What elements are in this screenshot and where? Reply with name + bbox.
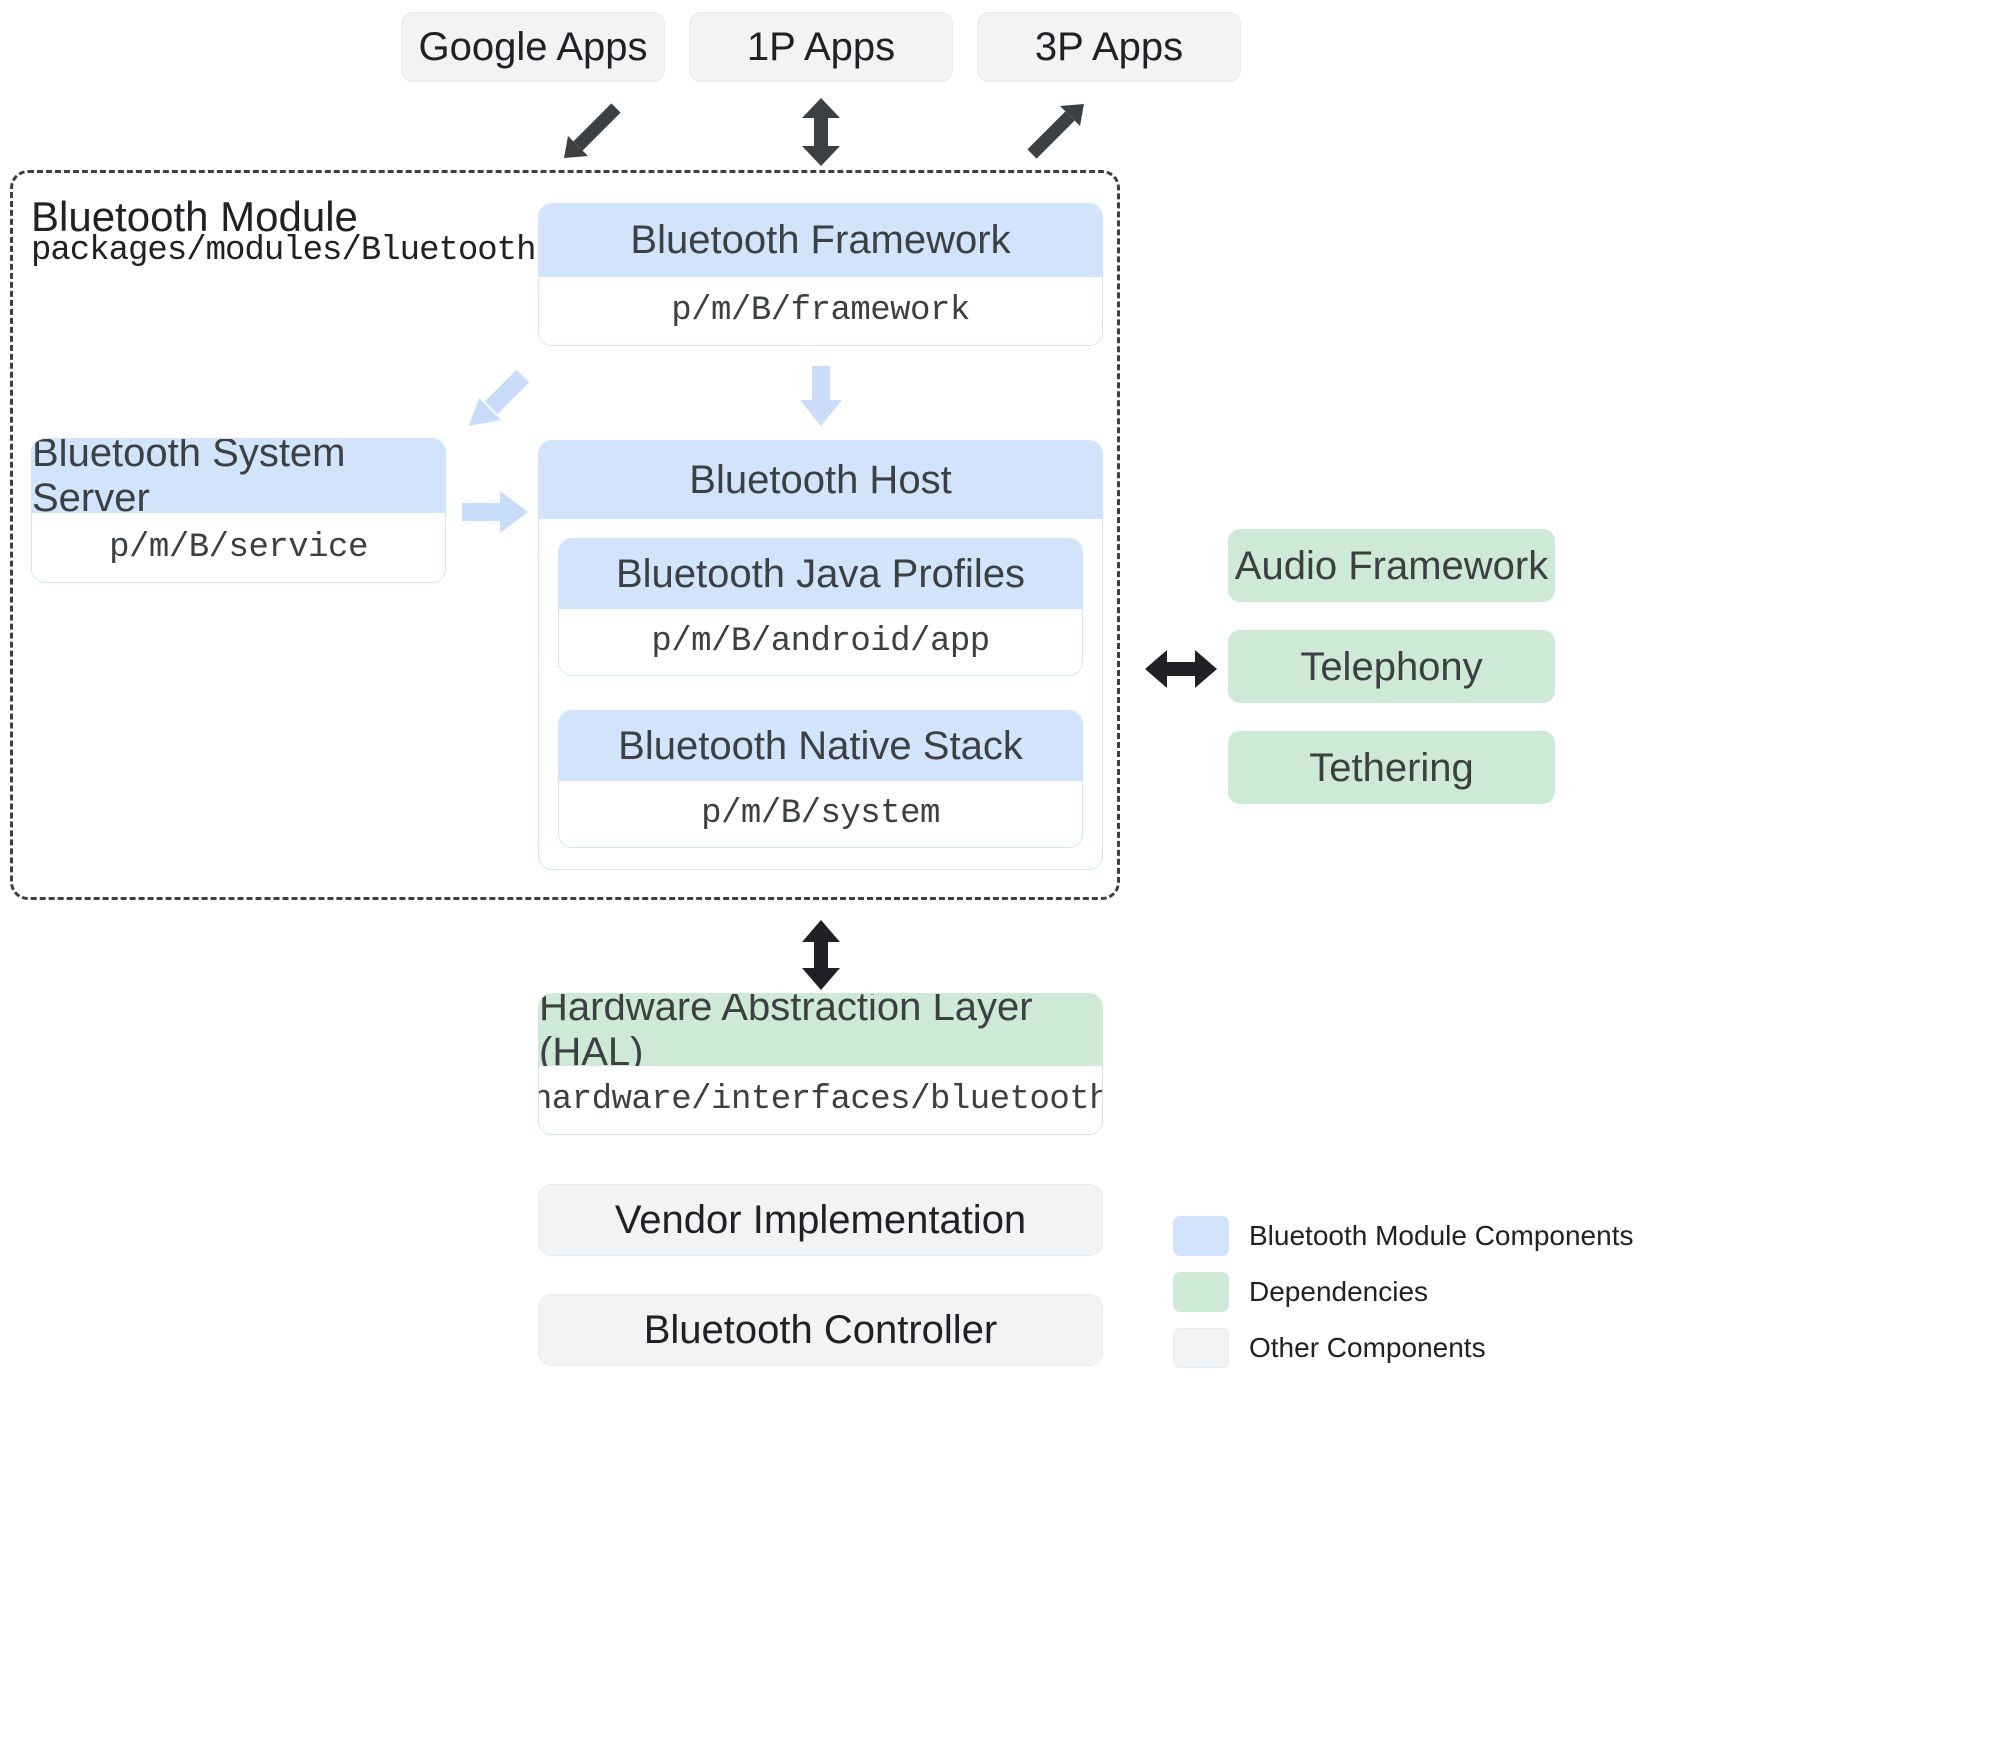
vendor-implementation-box[interactable]: Vendor Implementation [538, 1184, 1103, 1256]
audio-framework-box[interactable]: Audio Framework [1228, 529, 1555, 602]
legend-item-other-components: Other Components [1173, 1327, 1633, 1369]
legend-swatch-grey [1173, 1328, 1229, 1368]
system-server-to-host-arrow-icon [462, 491, 528, 533]
framework-to-host-arrow-icon [800, 366, 842, 426]
legend-label-other-components: Other Components [1249, 1332, 1486, 1363]
hardware-abstraction-layer-title: Hardware Abstraction Layer (HAL) [539, 994, 1102, 1074]
third-party-apps-label: 3P Apps [1034, 25, 1184, 69]
bluetooth-java-profiles-card[interactable]: Bluetooth Java Profiles p/m/B/android/ap… [558, 538, 1083, 676]
bluetooth-framework-path: p/m/B/framework [539, 277, 1102, 345]
third-party-apps-box[interactable]: 3P Apps [977, 12, 1241, 82]
bluetooth-system-server-title: Bluetooth System Server [32, 439, 445, 520]
hardware-abstraction-layer-card[interactable]: Hardware Abstraction Layer (HAL) hardwar… [538, 993, 1103, 1135]
bluetooth-system-server-path: p/m/B/service [32, 513, 445, 582]
bluetooth-native-stack-title: Bluetooth Native Stack [559, 711, 1082, 781]
vertical-double-arrow-icon [802, 98, 840, 166]
legend-label-module-components: Bluetooth Module Components [1249, 1220, 1634, 1251]
first-party-apps-label: 1P Apps [746, 25, 896, 69]
legend-item-module-components: Bluetooth Module Components [1173, 1215, 1633, 1257]
audio-framework-label: Audio Framework [1234, 543, 1549, 588]
bluetooth-host-title: Bluetooth Host [539, 441, 1102, 519]
bluetooth-module-container [10, 170, 1120, 900]
first-party-apps-box[interactable]: 1P Apps [689, 12, 953, 82]
google-apps-label: Google Apps [418, 25, 648, 69]
telephony-box[interactable]: Telephony [1228, 630, 1555, 703]
diagonal-down-left-arrow-icon [564, 103, 621, 158]
bluetooth-module-title: Bluetooth Module [31, 193, 358, 240]
hardware-abstraction-layer-path: hardware/interfaces/bluetooth [539, 1066, 1102, 1134]
bluetooth-system-server-card[interactable]: Bluetooth System Server p/m/B/service [31, 438, 446, 583]
vendor-implementation-label: Vendor Implementation [614, 1198, 1027, 1242]
google-apps-box[interactable]: Google Apps [401, 12, 665, 82]
legend-item-dependencies: Dependencies [1173, 1271, 1633, 1313]
bluetooth-native-stack-path: p/m/B/system [559, 781, 1082, 847]
bluetooth-java-profiles-path: p/m/B/android/app [559, 609, 1082, 675]
host-to-dependencies-double-arrow-icon [1145, 650, 1217, 688]
telephony-label: Telephony [1300, 644, 1483, 689]
tethering-label: Tethering [1309, 745, 1474, 790]
bluetooth-java-profiles-title: Bluetooth Java Profiles [559, 539, 1082, 609]
module-to-hal-double-arrow-icon [802, 920, 840, 990]
bluetooth-controller-box[interactable]: Bluetooth Controller [538, 1294, 1103, 1366]
bluetooth-framework-title: Bluetooth Framework [539, 204, 1102, 277]
legend-swatch-blue [1173, 1216, 1229, 1256]
legend: Bluetooth Module Components Dependencies… [1173, 1215, 1633, 1383]
framework-to-system-server-arrow-icon [469, 369, 530, 426]
legend-label-dependencies: Dependencies [1249, 1276, 1429, 1307]
bluetooth-controller-label: Bluetooth Controller [643, 1308, 998, 1352]
diagonal-up-right-arrow-icon [1027, 104, 1084, 159]
bluetooth-module-path: packages/modules/Bluetooth [31, 232, 536, 270]
legend-swatch-green [1173, 1272, 1229, 1312]
tethering-box[interactable]: Tethering [1228, 731, 1555, 804]
bluetooth-native-stack-card[interactable]: Bluetooth Native Stack p/m/B/system [558, 710, 1083, 848]
bluetooth-framework-card[interactable]: Bluetooth Framework p/m/B/framework [538, 203, 1103, 346]
